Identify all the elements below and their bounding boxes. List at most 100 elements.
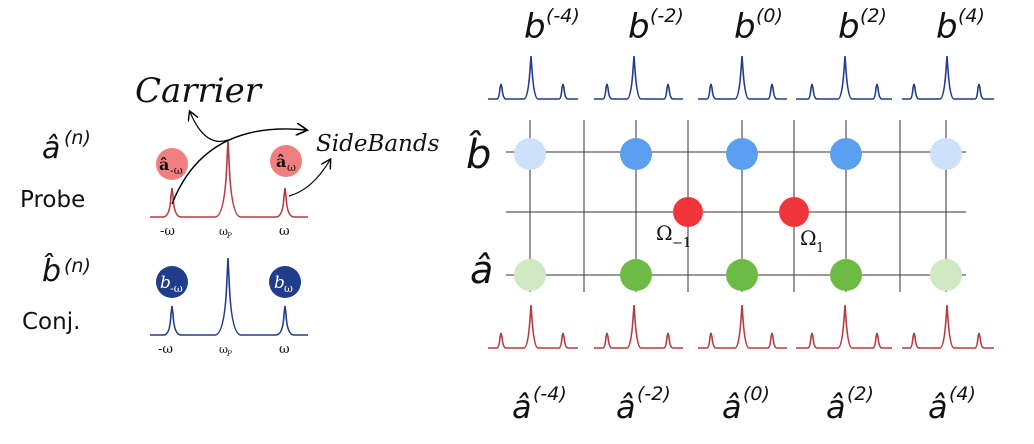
probe-tick-center-sub: P xyxy=(226,232,232,240)
bottom-label-a-m2: â (-2) xyxy=(616,383,671,426)
omega-1-sub: 1 xyxy=(816,241,824,256)
top-label-b-2: b (2) xyxy=(838,5,887,47)
top-labels: b (-4) b (-2) b (0) b (2) b (4) xyxy=(524,5,985,47)
omega-minus-1-sub: −1 xyxy=(672,236,691,251)
bottom-spectrum-a-4 xyxy=(902,304,994,349)
bottom-spectrum-a-0 xyxy=(698,304,787,349)
top-spectrum-b-0 xyxy=(698,55,787,100)
b-node-2 xyxy=(830,138,862,170)
sideband-arrow-long xyxy=(171,129,306,205)
bottom-label-base: â xyxy=(512,388,532,426)
probe-symbol-text: â xyxy=(42,131,60,166)
top-label-sup: (-4) xyxy=(546,5,580,27)
probe-left-bubble-label: â xyxy=(159,155,169,174)
bottom-label-sup: (0) xyxy=(743,383,770,405)
b-node-m2 xyxy=(620,138,652,170)
bottom-spectrum-a-m2 xyxy=(594,304,683,349)
bottom-label-sup: (2) xyxy=(847,383,874,405)
omega-1-base: Ω xyxy=(800,226,817,250)
probe-tick-left: -ω xyxy=(160,224,175,239)
omega-minus-1-base: Ω xyxy=(656,221,673,245)
b-node-0 xyxy=(726,138,758,170)
bottom-label-base: â xyxy=(928,388,948,426)
row-a-label: â xyxy=(470,248,493,292)
a-node-2 xyxy=(830,259,862,291)
probe-right-bubble-label: â xyxy=(276,152,286,171)
top-label-sup: (4) xyxy=(958,5,985,27)
b-node-m4 xyxy=(514,138,546,170)
bottom-label-sup: (-4) xyxy=(533,383,567,405)
bottom-spectrum-a-m4 xyxy=(488,304,578,349)
conj-right-bubble-sub: ω xyxy=(284,282,293,295)
top-label-b-4: b (4) xyxy=(936,5,985,47)
probe-spectrum: â -ω â ω -ω ω P ω xyxy=(150,139,308,240)
conj-symbol: b̂ (n) xyxy=(42,253,91,289)
bottom-label-a-2: â (2) xyxy=(826,383,874,426)
omega-minus-1-label: Ω −1 xyxy=(656,221,691,251)
probe-tick-center: ω xyxy=(219,225,228,238)
bottom-label-base: â xyxy=(826,388,846,426)
probe-name: Probe xyxy=(20,187,85,213)
carrier-arrow xyxy=(190,112,229,142)
conj-spectrum-line xyxy=(150,257,308,336)
bottom-label-a-4: â (4) xyxy=(928,383,976,426)
probe-tick-right: ω xyxy=(279,224,290,239)
right-panel: b (-4) b (-2) b (0) b (2) b (4) xyxy=(466,5,994,426)
conj-name: Conj. xyxy=(22,309,80,335)
bottom-label-base: â xyxy=(616,388,636,426)
conj-spectrum: b -ω b ω -ω ω P ω xyxy=(150,257,308,358)
conj-right-bubble-label: b xyxy=(274,273,285,293)
top-spectrum-b-m4 xyxy=(488,55,578,100)
probe-superscript: (n) xyxy=(64,127,91,149)
a-node-m2 xyxy=(620,259,652,291)
top-spectrum-b-2 xyxy=(796,55,892,100)
probe-right-sideband-bubble xyxy=(270,145,302,177)
conj-left-bubble-label: b xyxy=(160,273,171,293)
top-label-sup: (2) xyxy=(860,5,887,27)
row-b-label: b̂ xyxy=(466,130,491,178)
sidebands-label: SideBands xyxy=(316,131,440,157)
b-row-nodes xyxy=(514,138,962,170)
probe-left-bubble-sub: -ω xyxy=(170,164,183,177)
conj-symbol-text: b̂ xyxy=(42,253,61,289)
coupling-nodes: Ω −1 Ω 1 xyxy=(656,197,824,256)
conj-tick-left: -ω xyxy=(158,342,173,357)
a-row-nodes xyxy=(514,259,962,291)
bottom-spectra xyxy=(488,304,994,349)
sideband-arrow-short xyxy=(288,160,330,197)
top-label-base: b xyxy=(734,7,756,47)
bottom-label-sup: (-2) xyxy=(637,383,671,405)
bottom-labels: â (-4) â (-2) â (0) â (2) â (4) xyxy=(512,383,976,426)
a-node-0 xyxy=(726,259,758,291)
probe-right-bubble-sub: ω xyxy=(287,161,296,174)
bottom-label-a-0: â (0) xyxy=(722,383,770,426)
carrier-label: Carrier xyxy=(135,71,263,111)
conj-right-sideband-bubble xyxy=(269,266,301,298)
b-node-4 xyxy=(930,138,962,170)
top-label-sup: (0) xyxy=(756,5,783,27)
top-label-b-0: b (0) xyxy=(734,5,783,47)
bottom-spectrum-a-2 xyxy=(796,304,892,349)
conj-tick-center-sub: P xyxy=(226,350,232,358)
top-label-base: b xyxy=(524,7,546,47)
top-label-base: b xyxy=(628,7,650,47)
top-spectrum-b-m2 xyxy=(594,55,683,100)
omega-1-label: Ω 1 xyxy=(800,226,824,256)
top-label-b-m4: b (-4) xyxy=(524,5,580,47)
top-label-base: b xyxy=(838,7,860,47)
probe-left-sideband-bubble xyxy=(156,148,188,180)
top-label-sup: (-2) xyxy=(650,5,684,27)
top-label-base: b xyxy=(936,7,958,47)
probe-symbol: â (n) xyxy=(42,127,91,166)
conj-left-sideband-bubble xyxy=(156,266,188,298)
coupling-node-omega-1 xyxy=(779,197,809,227)
bottom-label-a-m4: â (-4) xyxy=(512,383,567,426)
top-label-b-m2: b (-2) xyxy=(628,5,684,47)
left-panel: Carrier SideBands â (n) Probe b̂ (n) Con… xyxy=(20,71,440,358)
a-node-m4 xyxy=(514,259,546,291)
bottom-label-base: â xyxy=(722,388,742,426)
conj-left-bubble-sub: -ω xyxy=(170,282,183,295)
a-node-4 xyxy=(930,259,962,291)
bottom-label-sup: (4) xyxy=(949,383,976,405)
